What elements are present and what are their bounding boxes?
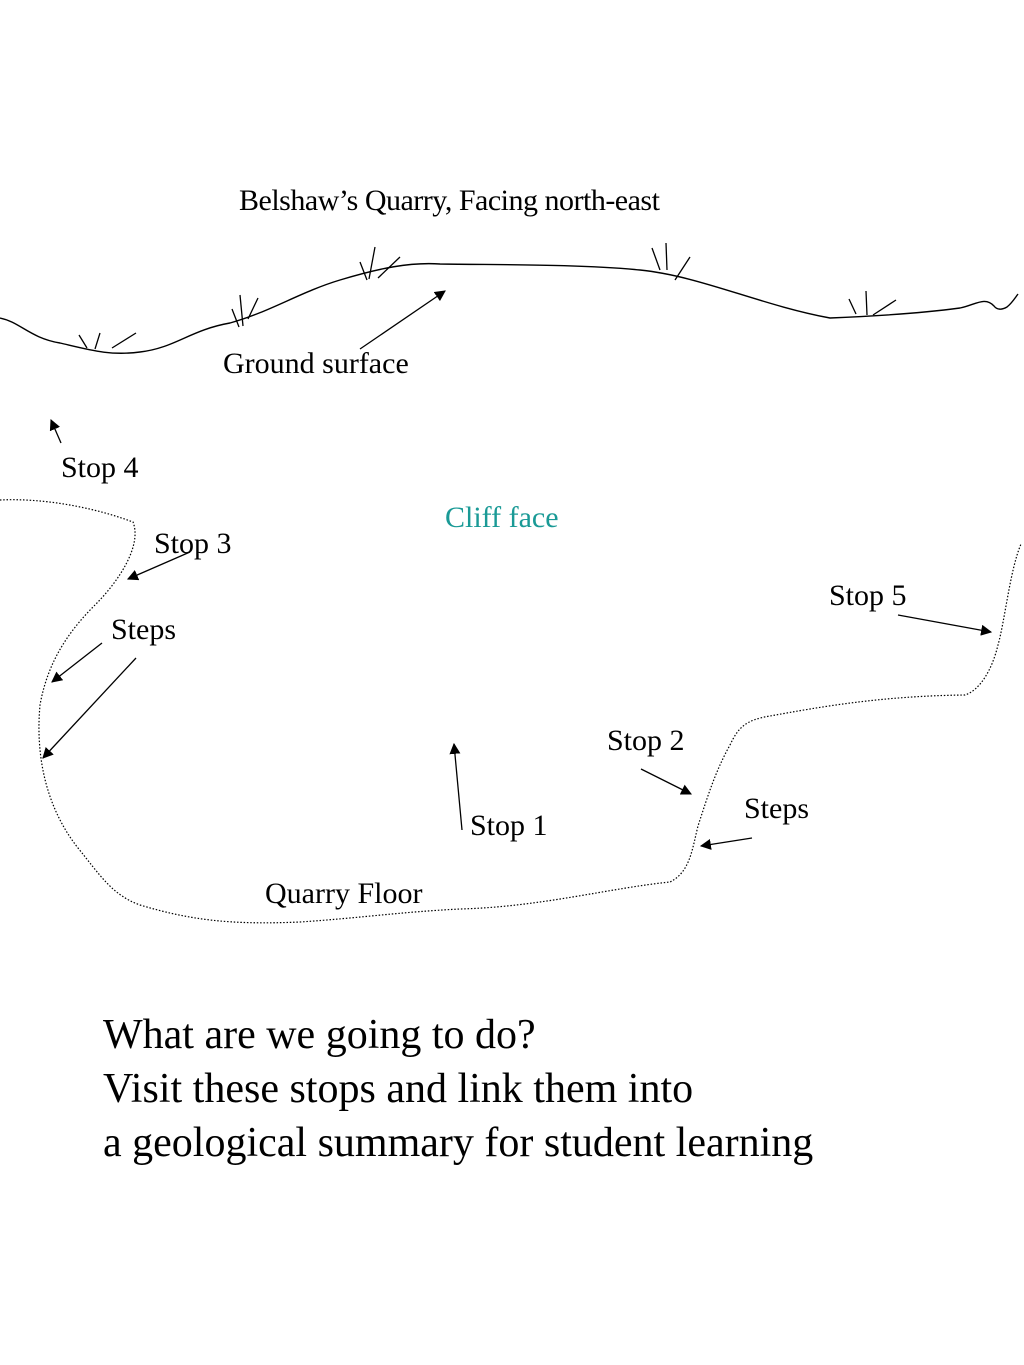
stop4-arrow — [49, 418, 62, 444]
stop5-arrow — [897, 614, 993, 636]
stop3-arrow — [126, 551, 191, 581]
cliff-face-label: Cliff face — [445, 501, 559, 534]
quarry-floor-outline — [0, 499, 1022, 924]
ground-surface-arrow — [359, 290, 446, 350]
caption-line-2: Visit these stops and link them into — [103, 1066, 694, 1112]
stop1-label: Stop 1 — [470, 809, 548, 842]
steps-left-arrow-a — [51, 642, 103, 683]
stop2-arrow — [640, 768, 692, 795]
stop3-label: Stop 3 — [154, 527, 232, 560]
stop2-label: Stop 2 — [607, 724, 685, 757]
ground-surface-label: Ground surface — [223, 347, 409, 380]
grass-tufts — [78, 242, 897, 350]
stop4-label: Stop 4 — [61, 451, 139, 484]
steps-left-label: Steps — [111, 613, 177, 646]
ground-surface-line — [0, 262, 1019, 354]
caption-line-1: What are we going to do? — [103, 1012, 536, 1058]
stop1-arrow — [449, 742, 463, 831]
steps-left-arrow-b — [42, 657, 137, 759]
steps-right-label: Steps — [744, 792, 810, 825]
arrows — [42, 290, 993, 850]
quarry-floor-label: Quarry Floor — [265, 877, 423, 910]
diagram-title: Belshaw’s Quarry, Facing north-east — [239, 184, 660, 217]
stop5-label: Stop 5 — [829, 579, 907, 612]
steps-right-arrow — [699, 837, 753, 850]
caption-line-3: a geological summary for student learnin… — [103, 1120, 814, 1166]
